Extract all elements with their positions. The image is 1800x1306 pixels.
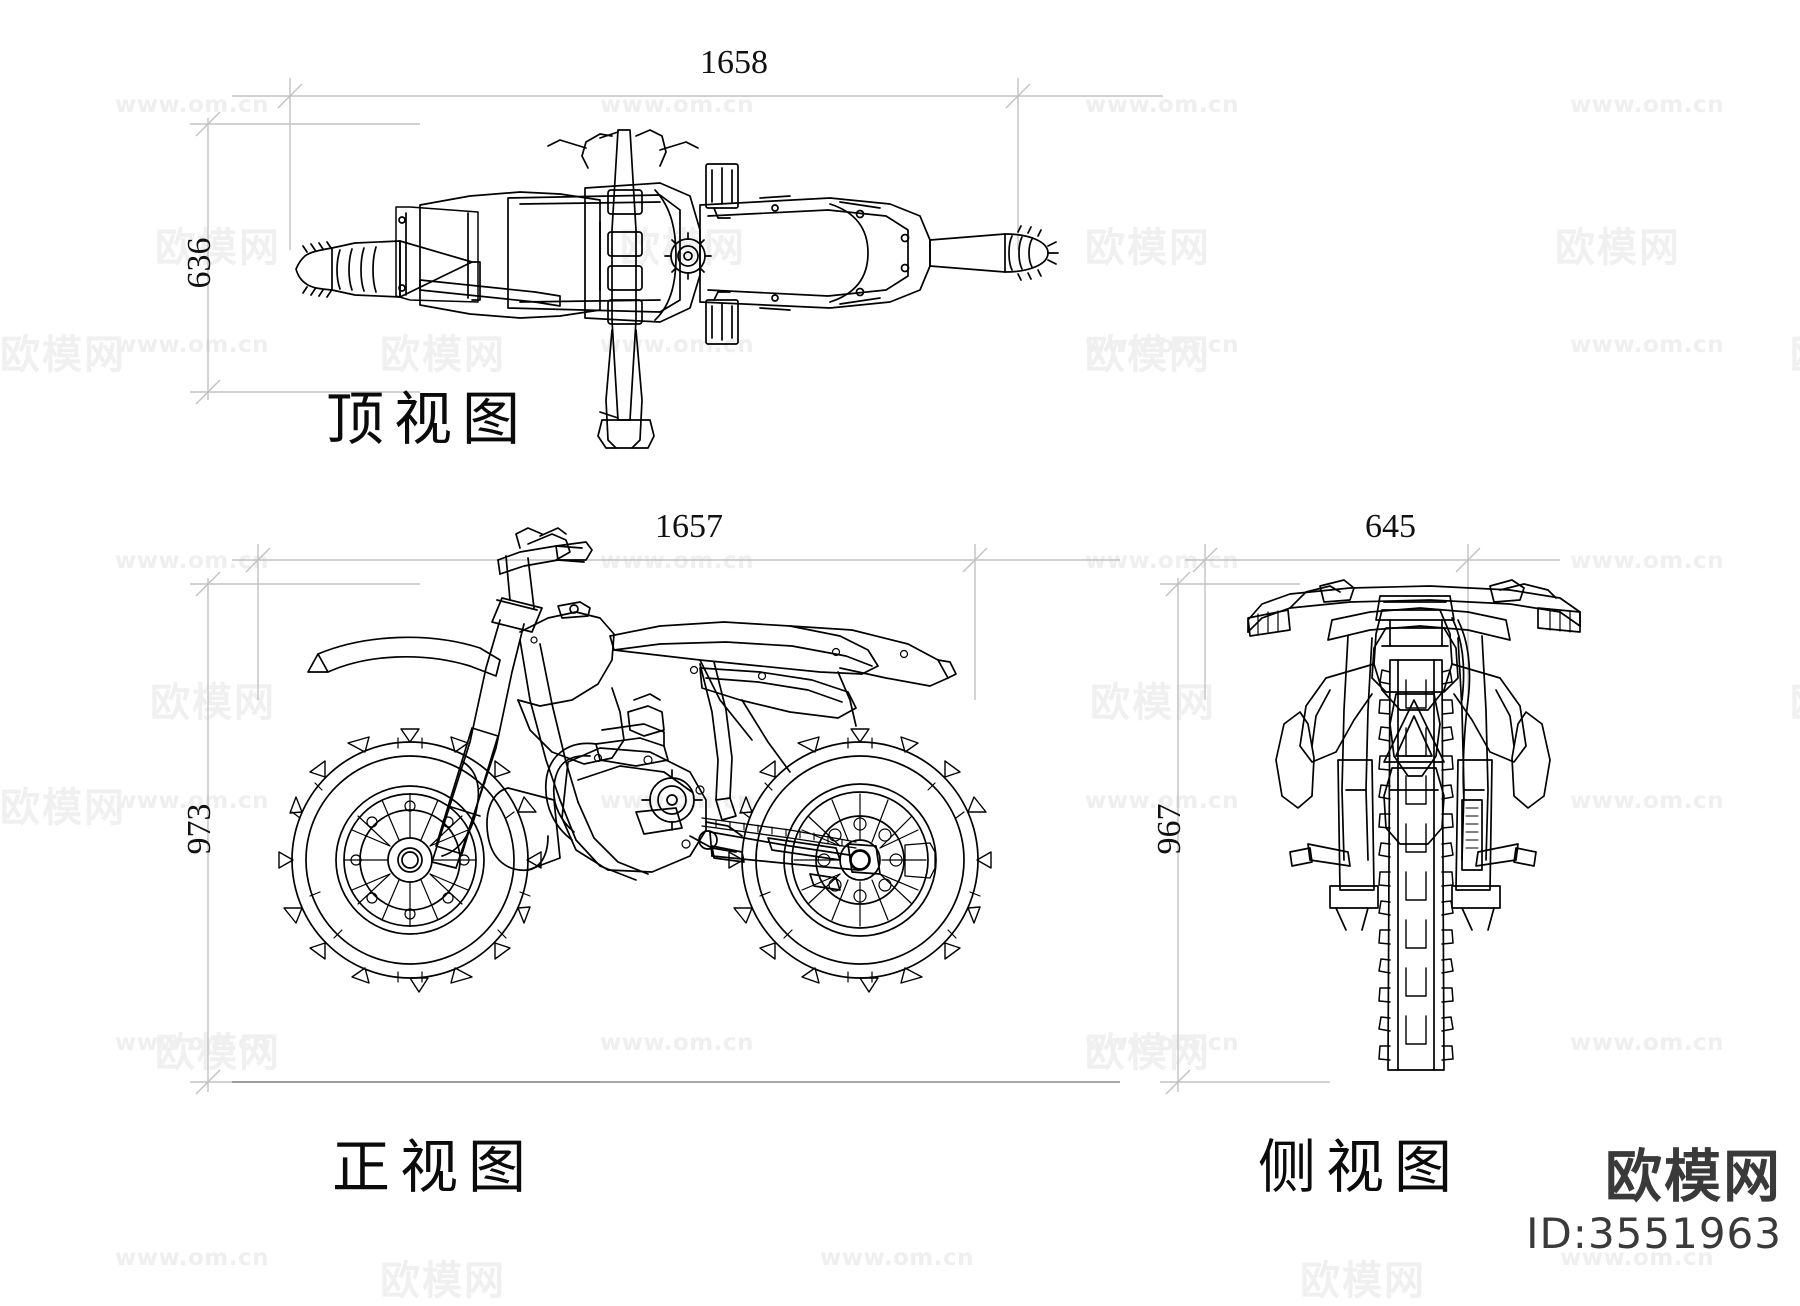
view-label-top: 顶视图 [326, 385, 531, 453]
brand-block: 欧模网 ID:3551963 [1526, 1143, 1782, 1258]
dimension-value-front-height: 973 [181, 803, 218, 855]
side-view-drawing [1247, 579, 1581, 1071]
brand-name: 欧模网 [1605, 1143, 1782, 1210]
dimension-value-front-length: 1657 [655, 508, 723, 545]
dimension-lines-top-view [190, 78, 1163, 405]
drawing-canvas: www.om.cn www.om.cn www.om.cn www.om.cn … [0, 44, 1800, 1304]
view-label-side: 侧视图 [1258, 1133, 1463, 1201]
technical-drawing [190, 78, 1581, 1095]
dimension-lines-front-view [190, 544, 1120, 1095]
view-label-front: 正视图 [332, 1133, 537, 1201]
top-view-drawing [295, 129, 1059, 449]
front-view-drawing [278, 527, 992, 993]
brand-id: ID:3551963 [1526, 1208, 1782, 1258]
dimension-value-side-height: 967 [1151, 803, 1188, 855]
dimension-lines-side-view [1160, 544, 1560, 1095]
dimension-value-top-width: 1658 [700, 44, 768, 81]
dimension-value-side-width: 645 [1365, 508, 1416, 545]
dimension-value-top-depth: 636 [181, 237, 218, 289]
